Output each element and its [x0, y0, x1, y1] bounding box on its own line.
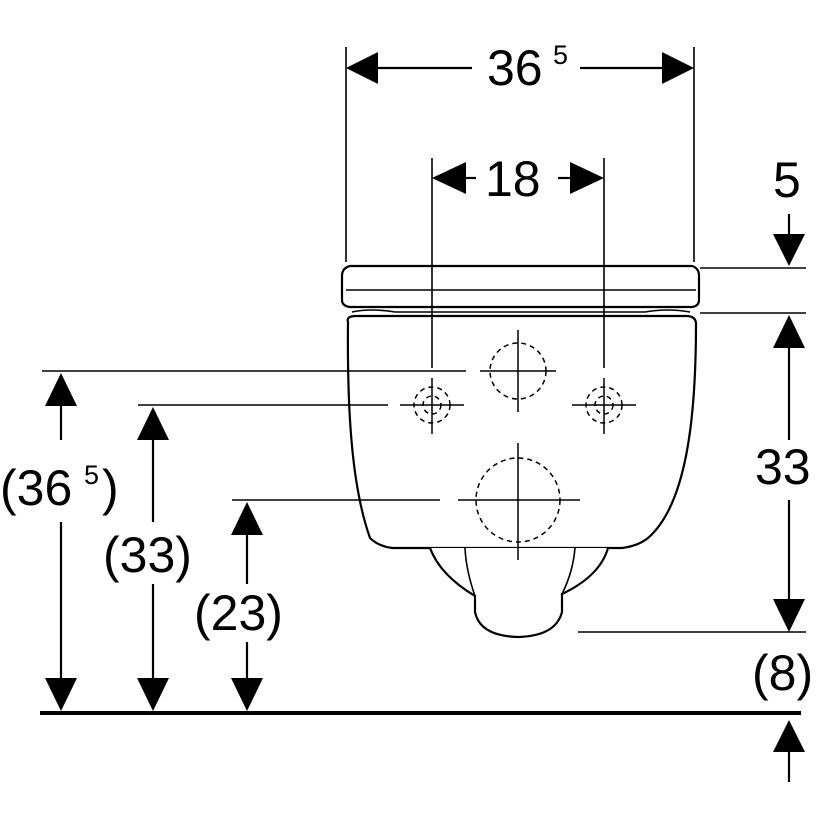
dimension-connection-spacing: 18: [431, 151, 605, 368]
total-width-label: 36: [487, 40, 543, 96]
dimension-total-width: 36 5: [345, 40, 695, 262]
floor-clearance-label: (8): [752, 645, 813, 701]
dimension-floor-clearance: (8): [752, 645, 813, 782]
drain-connection: [458, 443, 580, 560]
connection-spacing-label: 18: [485, 151, 541, 207]
dimension-left-mid-height: (33): [103, 404, 388, 711]
seat-thickness-label: 5: [773, 152, 801, 208]
left-mid-height-label: (33): [103, 527, 192, 583]
left-low-height-label: (23): [194, 585, 283, 641]
left-total-height-close: ): [102, 460, 119, 516]
top-mounting-hole: [480, 330, 556, 412]
dimension-seat-thickness: 5: [700, 152, 806, 314]
dimension-left-total-height: (36 5 ): [0, 370, 466, 711]
left-total-height-label: (36: [0, 460, 72, 516]
left-total-height-superscript: 5: [84, 460, 99, 490]
dimension-left-low-height: (23): [194, 499, 440, 711]
toilet-bowl: [346, 314, 698, 550]
connection-points: [400, 330, 636, 560]
bowl-height-label: 33: [755, 439, 811, 495]
total-width-superscript: 5: [553, 40, 568, 70]
toilet-outline: [340, 264, 701, 639]
dimension-bowl-height: 33: [578, 315, 811, 633]
toilet-seat: [340, 264, 701, 309]
right-fixing-point: [572, 378, 636, 434]
left-fixing-point: [400, 378, 464, 434]
toilet-outlet: [428, 547, 610, 639]
